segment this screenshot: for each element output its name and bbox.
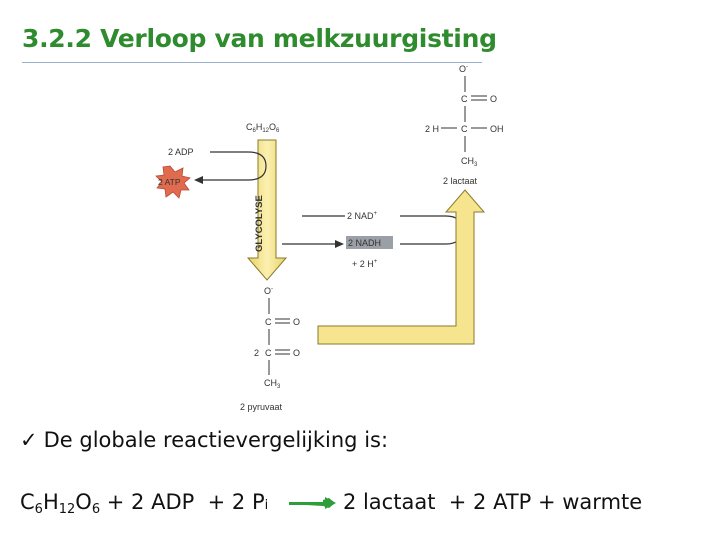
page-title: 3.2.2 Verloop van melkzuurgisting [22,24,497,53]
svg-text:2: 2 [254,348,259,358]
bullet-line: ✓De globale reactievergelijking is: [20,428,388,452]
eq-products: 2 lactaat + 2 ATP + warmte [342,490,643,514]
adp-atp-arrowhead [194,176,203,184]
atp-burst [155,165,191,199]
glycolyse-label: GLYCOLYSE [254,195,265,252]
title-underline [22,62,482,63]
eq-h: H [42,490,59,514]
svg-text:C: C [265,317,272,327]
pyruvaat-label: 2 pyruvaat [240,402,283,412]
svg-text:O-: O- [264,286,273,296]
atp-label: 2 ATP [158,177,181,187]
svg-text:2 H: 2 H [425,124,439,134]
reaction-arrow-icon [288,497,336,509]
lactic-fermentation-diagram: C6H12O6 GLYCOLYSE 2 ADP 2 ATP 2 NAD+ 2 N… [155,64,504,412]
h-plus-label: + 2 H+ [352,259,378,269]
checkmark-icon: ✓ [20,428,38,452]
svg-text:CH3: CH3 [461,156,478,168]
adp-atp-curve [200,151,267,181]
svg-text:O: O [490,94,497,104]
svg-text:C: C [461,94,468,104]
nadh-input-arrowhead [335,240,344,248]
svg-text:O: O [293,317,300,327]
eq-reactants: + 2 ADP + 2 P [100,490,265,514]
svg-text:OH: OH [490,124,504,134]
nad-label: 2 NAD+ [347,211,378,221]
eq-h-sub: 12 [58,502,76,517]
eq-o-sub: 6 [91,502,101,517]
glycolysis-arrow [246,139,288,281]
svg-text:O: O [293,348,300,358]
eq-pi-sub: i [264,498,269,513]
eq-o: O [75,490,92,514]
glucose-label: C6H12O6 [246,122,280,134]
svg-text:C: C [461,124,468,134]
nad-curve [400,215,463,245]
eq-c: C [20,490,35,514]
adp-label: 2 ADP [168,147,194,157]
bullet-text: De globale reactievergelijking is: [43,428,389,452]
nadh-box [346,236,393,249]
nadh-label: 2 NADH [348,238,381,248]
svg-text:C: C [265,348,272,358]
svg-text:CH3: CH3 [264,378,281,390]
pyruvaat-structure: O- C O 2 C O CH3 [254,286,300,390]
reaction-equation: C6H12O6 + 2 ADP + 2 Pi 2 lactaat + 2 ATP… [20,490,642,517]
pyruvate-to-lactate-arrow [317,189,486,345]
lactaat-structure: O- C O 2 H C OH CH3 [425,64,504,168]
svg-text:O-: O- [459,64,468,74]
eq-c-sub: 6 [34,502,43,517]
lactaat-label: 2 lactaat [443,176,478,186]
